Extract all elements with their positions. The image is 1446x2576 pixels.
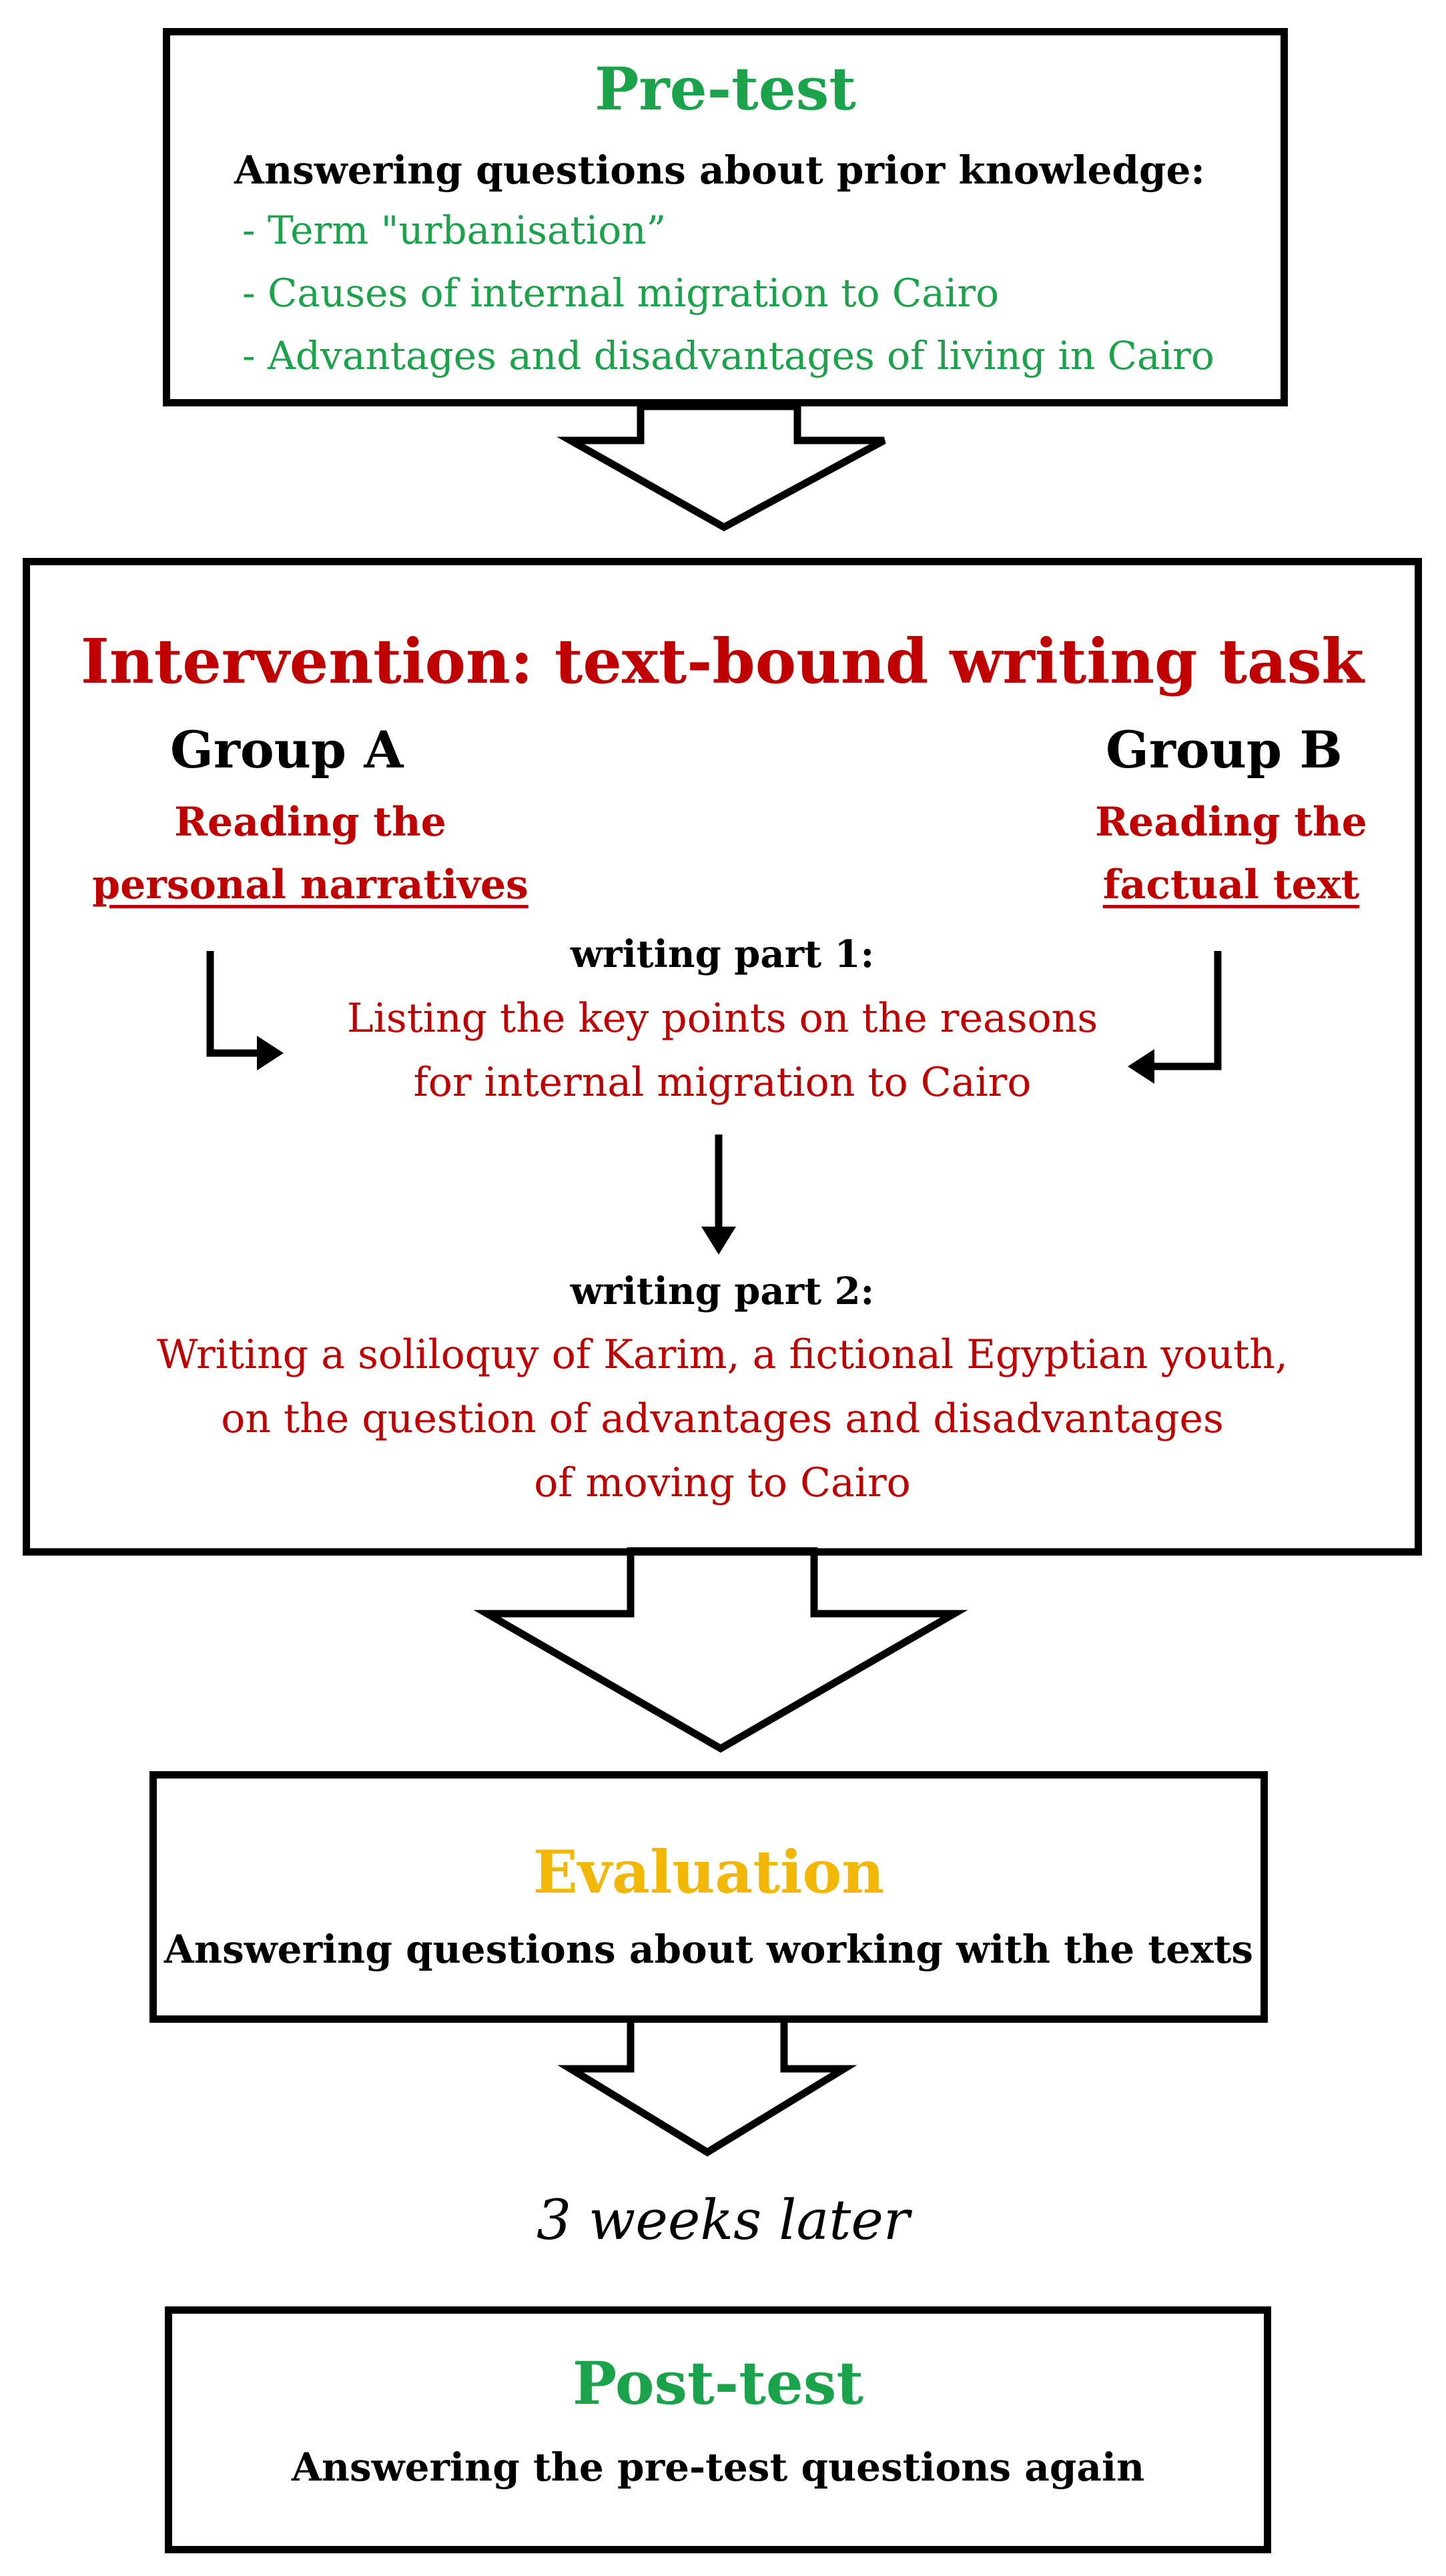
arrow-group-b-to-part1 xyxy=(1148,951,1222,1070)
group-b-name: Group B xyxy=(1106,720,1343,779)
part2-label: writing part 2: xyxy=(570,1269,875,1313)
pretest-item-2: - Causes of internal migration to Cairo xyxy=(242,270,1000,316)
arrowhead-part2 xyxy=(701,1227,736,1255)
part1-line1: Listing the key points on the reasons xyxy=(346,995,1098,1042)
part2-line3: of moving to Cairo xyxy=(534,1460,911,1506)
arrow-intervention-to-evaluation xyxy=(473,1547,968,1753)
evaluation-title: Evaluation xyxy=(532,1837,885,1907)
intervention-title: Intervention: text-bound writing task xyxy=(80,625,1365,697)
posttest-box: Post-test Answering the pre-test questio… xyxy=(165,2306,1271,2553)
group-b-line2: factual text xyxy=(1102,862,1360,908)
arrow-group-a-to-part1 xyxy=(206,951,267,1057)
delay-label: 3 weeks later xyxy=(536,2189,910,2252)
group-b-line1: Reading the xyxy=(1095,799,1367,846)
pretest-title: Pre-test xyxy=(595,54,856,123)
arrowhead-group-b xyxy=(1128,1049,1154,1084)
arrow-evaluation-to-delay xyxy=(557,2014,857,2157)
group-a-line1: Reading the xyxy=(174,799,446,846)
pretest-box: Pre-test Answering questions about prior… xyxy=(163,28,1288,406)
part1-line2: for internal migration to Cairo xyxy=(413,1059,1032,1106)
posttest-title: Post-test xyxy=(572,2348,864,2418)
pretest-item-1: - Term "urbanisation” xyxy=(242,208,667,253)
arrow-pretest-to-intervention xyxy=(557,402,886,532)
group-a-name: Group A xyxy=(170,720,404,779)
part2-line2: on the question of advantages and disadv… xyxy=(221,1395,1224,1442)
pretest-item-3: - Advantages and disadvantages of living… xyxy=(242,333,1214,378)
pretest-subtitle: Answering questions about prior knowledg… xyxy=(234,147,1205,193)
arrowhead-group-a xyxy=(257,1036,284,1070)
posttest-subtitle: Answering the pre-test questions again xyxy=(291,2445,1145,2490)
group-a-line2: personal narratives xyxy=(92,862,528,908)
evaluation-box: Evaluation Answering questions about wor… xyxy=(149,1771,1268,2023)
part1-label: writing part 1: xyxy=(570,932,875,976)
part2-line1: Writing a soliloquy of Karim, a fictiona… xyxy=(157,1331,1288,1378)
intervention-box: Intervention: text-bound writing task Gr… xyxy=(23,558,1422,1556)
evaluation-subtitle: Answering questions about working with t… xyxy=(163,1927,1254,1972)
